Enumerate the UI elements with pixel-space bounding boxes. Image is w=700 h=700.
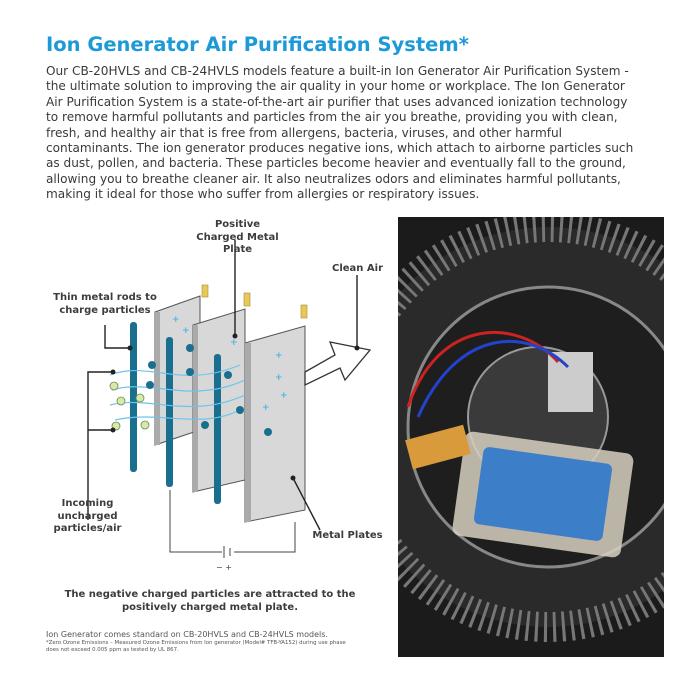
svg-text:+: + xyxy=(275,373,283,383)
label-metal-plates: Metal Plates xyxy=(312,530,383,541)
svg-text:+: + xyxy=(182,326,190,336)
svg-text:+: + xyxy=(172,315,180,325)
terminal-block xyxy=(548,352,593,412)
svg-text:+: + xyxy=(280,391,288,401)
page-title: Ion Generator Air Purification System* xyxy=(46,33,469,56)
label-positive-plate: Positive Charged Metal Plate xyxy=(196,219,279,255)
uncharged-particle xyxy=(109,381,150,431)
svg-text:+: + xyxy=(262,403,270,413)
label-clean-air: Clean Air xyxy=(332,263,383,274)
connector-icon xyxy=(201,284,308,319)
battery-polarity: − + xyxy=(216,563,232,572)
intro-paragraph: Our CB-20HVLS and CB-24HVLS models featu… xyxy=(46,64,634,202)
label-incoming: Incoming uncharged particles/air xyxy=(53,498,122,534)
product-photo xyxy=(398,217,664,657)
metal-plate xyxy=(154,295,306,523)
positive-charge: +++++++ xyxy=(172,315,288,413)
svg-text:+: + xyxy=(275,351,283,361)
circuit-wire xyxy=(169,490,296,558)
footnote-ozone: *Zero Ozone Emissions – Measured Ozone E… xyxy=(46,640,346,653)
footnote: Ion Generator comes standard on CB-20HVL… xyxy=(46,630,346,654)
ion-generator-module xyxy=(473,447,613,541)
plate-edge xyxy=(155,312,251,522)
negative-ion xyxy=(146,344,272,436)
ion-generator-diagram: +++++++ − + xyxy=(87,240,372,572)
svg-text:+: + xyxy=(230,338,238,348)
footnote-main: Ion Generator comes standard on CB-20HVL… xyxy=(46,630,328,639)
diagram-caption: The negative charged particles are attra… xyxy=(64,589,356,613)
label-thin-rods: Thin metal rods to charge particles xyxy=(53,292,157,316)
clean-air-arrow xyxy=(304,341,372,387)
